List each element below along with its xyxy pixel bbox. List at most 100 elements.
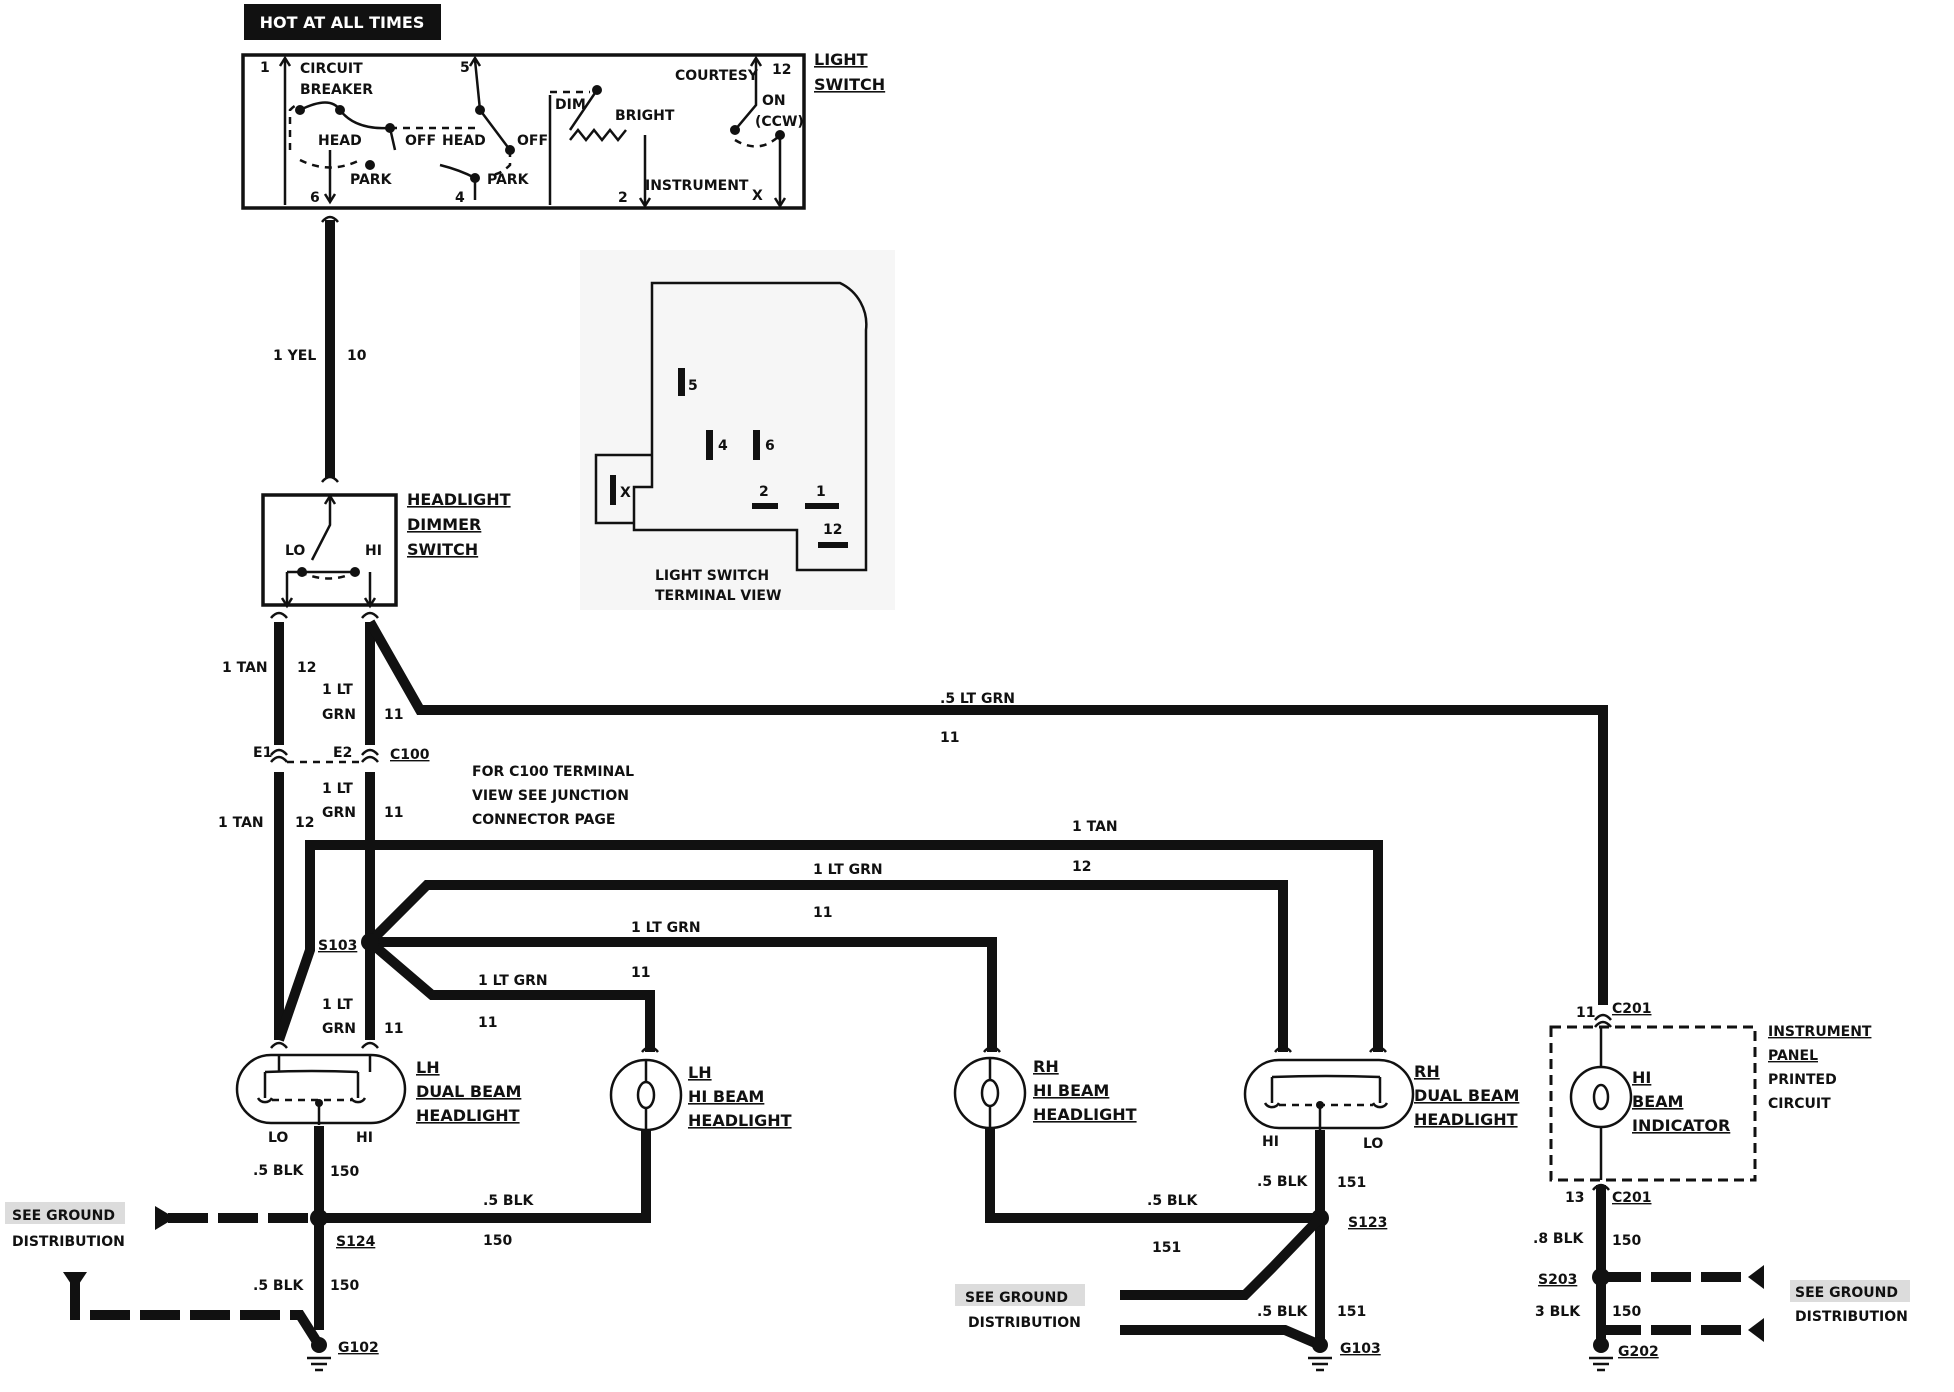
gd-right-1: SEE GROUND [1795, 1285, 1898, 1301]
ls-off-label-1: OFF [405, 133, 436, 149]
ls-pin-12: 12 [772, 62, 791, 78]
lbl-tan-2: 1 TAN [218, 815, 264, 831]
dimmer-lo-label: LO [285, 543, 305, 559]
rh-dual-lo: LO [1363, 1136, 1383, 1152]
lbl-tan-12-2: 12 [295, 815, 314, 831]
gd-mid-2: DISTRIBUTION [968, 1315, 1081, 1331]
lbl-lh-150-1: 150 [330, 1164, 359, 1180]
tv-term-4: 4 [718, 438, 728, 454]
lbl-11-b: 11 [940, 730, 959, 746]
lbl-ltgrn-c1: 1 LT [322, 997, 353, 1013]
ls-breaker-label: BREAKER [300, 82, 373, 98]
ground-wiring: .5 BLK 150 S124 .5 BLK 150 .5 BLK 150 G1… [5, 1126, 1910, 1372]
c100-note-1: FOR C100 TERMINAL [472, 764, 634, 780]
lbl-c100: C100 [390, 747, 430, 763]
lbl-ltgrn-a2: GRN [322, 707, 356, 723]
lbl-11-e: 11 [631, 965, 650, 981]
tv-title-2: TERMINAL VIEW [655, 588, 781, 604]
gd-left-1: SEE GROUND [12, 1208, 115, 1224]
lbl-rh-blk-1: .5 BLK [1147, 1193, 1199, 1209]
main-wiring [270, 611, 1612, 1053]
lbl-1ltgrn-1: 1 LT GRN [813, 862, 883, 878]
lbl-11-g: 11 [384, 1021, 403, 1037]
lh-hi-label-3: HEADLIGHT [688, 1111, 792, 1130]
lbl-11-d: 11 [813, 905, 832, 921]
lh-dual-label-3: HEADLIGHT [416, 1106, 520, 1125]
lh-dual-beam-headlight: LO HI LH DUAL BEAM HEADLIGHT [235, 1053, 521, 1146]
lbl-s123: S123 [1348, 1215, 1387, 1231]
lbl-g102: G102 [338, 1340, 379, 1356]
ls-dim-label: DIM [555, 97, 586, 113]
ls-pin-1: 1 [260, 60, 270, 76]
lbl-ltgrn-b2: GRN [322, 805, 356, 821]
tv-term-1: 1 [816, 484, 826, 500]
lbl-11-c: 11 [384, 805, 403, 821]
ls-pin-2: 2 [618, 190, 628, 206]
lbl-rh-blk-3: .5 BLK [1257, 1304, 1309, 1320]
ip-label-1: INSTRUMENT [1768, 1024, 1872, 1040]
ls-pin-6: 6 [310, 190, 320, 206]
ls-courtesy-label: COURTESY [675, 68, 759, 84]
dimmer-title-2: DIMMER [407, 515, 481, 534]
rh-dual-hi: HI [1262, 1134, 1279, 1150]
ls-pin-x: X [752, 188, 763, 204]
tv-term-12: 12 [823, 522, 842, 538]
tv-term-x: X [620, 485, 631, 501]
c100-note-2: VIEW SEE JUNCTION [472, 788, 629, 804]
rh-dual-beam-headlight: HI LO RH DUAL BEAM HEADLIGHT [1243, 1058, 1519, 1152]
lh-dual-lo: LO [268, 1130, 288, 1146]
hot-at-all-times-badge: HOT AT ALL TIMES [244, 4, 441, 40]
indicator-label-3: INDICATOR [1632, 1116, 1730, 1135]
light-switch-title-1: LIGHT [814, 50, 868, 69]
lbl-c201-top: C201 [1612, 1001, 1652, 1017]
lbl-s203: S203 [1538, 1272, 1577, 1288]
lbl-rh-blk-2: .5 BLK [1257, 1174, 1309, 1190]
lbl-lh-150-2: 150 [483, 1233, 512, 1249]
terminal-view: 5 4 6 2 1 12 X LIGHT SWITCH TERMINAL VIE… [580, 250, 895, 610]
lbl-1ltgrn-2: 1 LT GRN [631, 920, 701, 936]
lbl-e1: E1 [253, 745, 272, 761]
lbl-ip-150-2: 150 [1612, 1304, 1641, 1320]
lbl-11-a: 11 [384, 707, 403, 723]
lbl-rh-151-3: 151 [1337, 1304, 1366, 1320]
tv-term-2: 2 [759, 484, 769, 500]
ls-head-label-2: HEAD [442, 133, 486, 149]
ls-instrument-label: INSTRUMENT [645, 178, 749, 194]
ls-park-label-2: PARK [487, 172, 530, 188]
ls-park-label-1: PARK [350, 172, 393, 188]
indicator-label-1: HI [1632, 1068, 1651, 1087]
ip-label-4: CIRCUIT [1768, 1096, 1831, 1112]
lbl-ltgrn-c2: GRN [322, 1021, 356, 1037]
lbl-ip-blk8: .8 BLK [1533, 1231, 1585, 1247]
lbl-ip-13: 13 [1565, 1190, 1584, 1206]
rh-dual-label-1: RH [1414, 1062, 1440, 1081]
lbl-rh-151-1: 151 [1152, 1240, 1181, 1256]
dimmer-switch: LO HI HEADLIGHT DIMMER SWITCH [261, 490, 511, 609]
lbl-g103: G103 [1340, 1341, 1381, 1357]
light-switch: 1 5 12 6 4 2 X CIRCUIT BREAKER COURTESY … [241, 53, 806, 210]
lh-hi-label-1: LH [688, 1063, 712, 1082]
gd-left-2: DISTRIBUTION [12, 1234, 125, 1250]
tv-term-6: 6 [765, 438, 775, 454]
rh-hi-label-1: RH [1033, 1057, 1059, 1076]
lbl-11-f: 11 [478, 1015, 497, 1031]
gd-mid-1: SEE GROUND [965, 1290, 1068, 1306]
lbl-g202: G202 [1618, 1344, 1659, 1360]
ls-on-label: ON [762, 93, 786, 109]
ip-label-2: PANEL [1768, 1048, 1818, 1064]
ls-pin-4: 4 [455, 190, 465, 206]
lbl-lh-150-3: 150 [330, 1278, 359, 1294]
lbl-ip-150-1: 150 [1612, 1233, 1641, 1249]
wire-yel-10: 1 YEL 10 [273, 215, 367, 483]
lbl-c201-bottom: C201 [1612, 1190, 1652, 1206]
indicator-label-2: BEAM [1632, 1092, 1683, 1111]
lbl-lh-blk-2: .5 BLK [483, 1193, 535, 1209]
lbl-11-h: 11 [1576, 1005, 1595, 1021]
rh-dual-label-2: DUAL BEAM [1414, 1086, 1519, 1105]
rh-dual-label-3: HEADLIGHT [1414, 1110, 1518, 1129]
lbl-1ltgrn-3: 1 LT GRN [478, 973, 548, 989]
wire-yel-gauge: 1 YEL [273, 348, 316, 364]
hi-beam-indicator: HI BEAM INDICATOR INSTRUMENT PANEL PRINT… [1549, 1024, 1872, 1182]
wire-yel-circuit: 10 [347, 348, 367, 364]
